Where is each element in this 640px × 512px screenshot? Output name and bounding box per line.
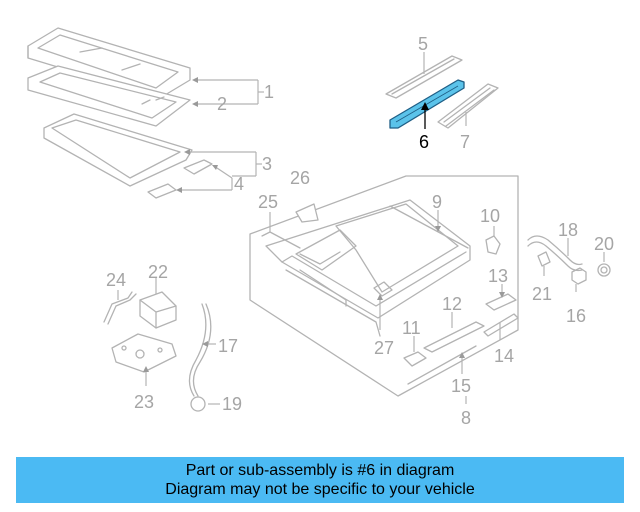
callout-16: 16 — [566, 306, 586, 326]
seal-frame-part — [27, 65, 191, 127]
callout-11: 11 — [402, 318, 421, 338]
callout-12: 12 — [442, 294, 462, 314]
rail-part-7 — [437, 83, 499, 129]
callout-24: 24 — [106, 270, 126, 290]
callout-22: 22 — [148, 262, 168, 282]
cable-part-12 — [423, 312, 485, 353]
clip-part-10 — [485, 226, 501, 255]
callout-10: 10 — [480, 206, 500, 226]
leaders-9-25-26-27 — [261, 203, 441, 330]
callout-4: 4 — [234, 174, 244, 194]
callout-13: 13 — [488, 266, 508, 286]
grommet-part-16 — [571, 267, 587, 292]
info-banner: Part or sub-assembly is #6 in diagram Di… — [16, 457, 624, 503]
parts-diagram: 1 2 3 4 5 6 7 8 9 10 11 12 13 14 15 16 1… — [27, 27, 614, 428]
drain-hose-part-17 — [188, 303, 216, 397]
callout-26: 26 — [290, 168, 310, 188]
callout-19: 19 — [222, 394, 242, 414]
guide-part-11 — [403, 336, 427, 367]
clip-part-21 — [537, 251, 551, 276]
callout-23: 23 — [134, 392, 154, 412]
rail-part-14 — [483, 313, 519, 340]
leaders-1-4 — [176, 77, 264, 193]
callout-18: 18 — [558, 220, 578, 240]
banner-line-disclaimer: Diagram may not be specific to your vehi… — [165, 481, 475, 498]
callout-17: 17 — [218, 336, 238, 356]
callout-2: 2 — [217, 94, 227, 114]
callout-15: 15 — [451, 376, 471, 396]
callout-labels: 1 2 3 4 5 6 7 8 9 10 11 12 13 14 15 16 1… — [106, 34, 614, 428]
highlighted-part-6 — [389, 79, 465, 129]
motor-part-22 — [139, 278, 177, 329]
callout-7: 7 — [460, 132, 470, 152]
callout-21: 21 — [532, 284, 552, 304]
callout-5: 5 — [418, 34, 428, 54]
lower-rail-part-15 — [407, 345, 477, 404]
hose-part-18 — [527, 235, 583, 272]
callout-14: 14 — [494, 346, 514, 366]
callout-1: 1 — [264, 82, 274, 102]
callout-20: 20 — [594, 234, 614, 254]
glass-panel-part — [27, 27, 191, 99]
sunroof-frame-assembly — [249, 175, 519, 397]
callout-3: 3 — [262, 154, 272, 174]
shade-handle-part — [147, 159, 213, 199]
callout-25: 25 — [258, 192, 278, 212]
crank-part-24 — [103, 290, 137, 325]
clip-part-19 — [190, 396, 220, 412]
rail-part-5 — [385, 52, 463, 99]
sunshade-part — [43, 113, 193, 187]
bracket-part-23 — [111, 333, 177, 386]
banner-line-part-number: Part or sub-assembly is #6 in diagram — [185, 462, 455, 479]
callout-9: 9 — [432, 192, 442, 212]
callout-27: 27 — [374, 338, 394, 358]
bracket-part-13 — [485, 284, 517, 311]
callout-6: 6 — [419, 132, 429, 152]
clamp-part-20 — [597, 252, 611, 277]
callout-8: 8 — [461, 408, 471, 428]
